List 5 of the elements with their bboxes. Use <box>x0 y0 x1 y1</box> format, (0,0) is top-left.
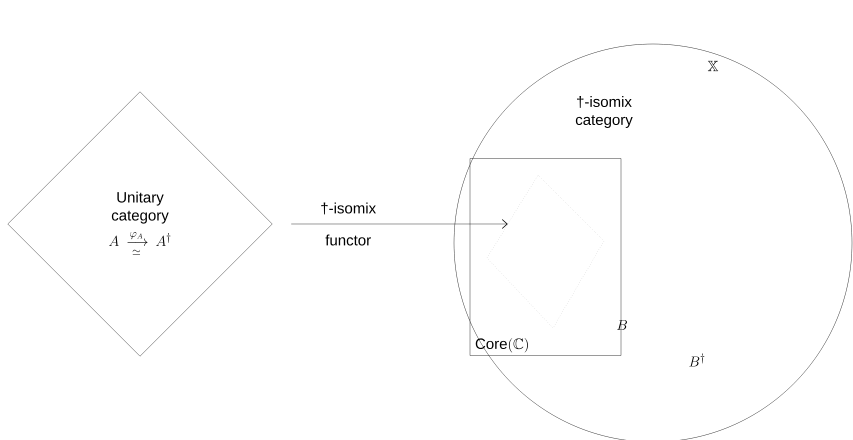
arrow <box>291 219 508 229</box>
symbol-label: $\mathbb{X}$ <box>708 60 718 72</box>
dotted-diamond <box>486 174 604 328</box>
symbol-label: $B^{\dagger}$ <box>689 353 704 366</box>
edge-label: †-isomix functor <box>321 202 376 246</box>
